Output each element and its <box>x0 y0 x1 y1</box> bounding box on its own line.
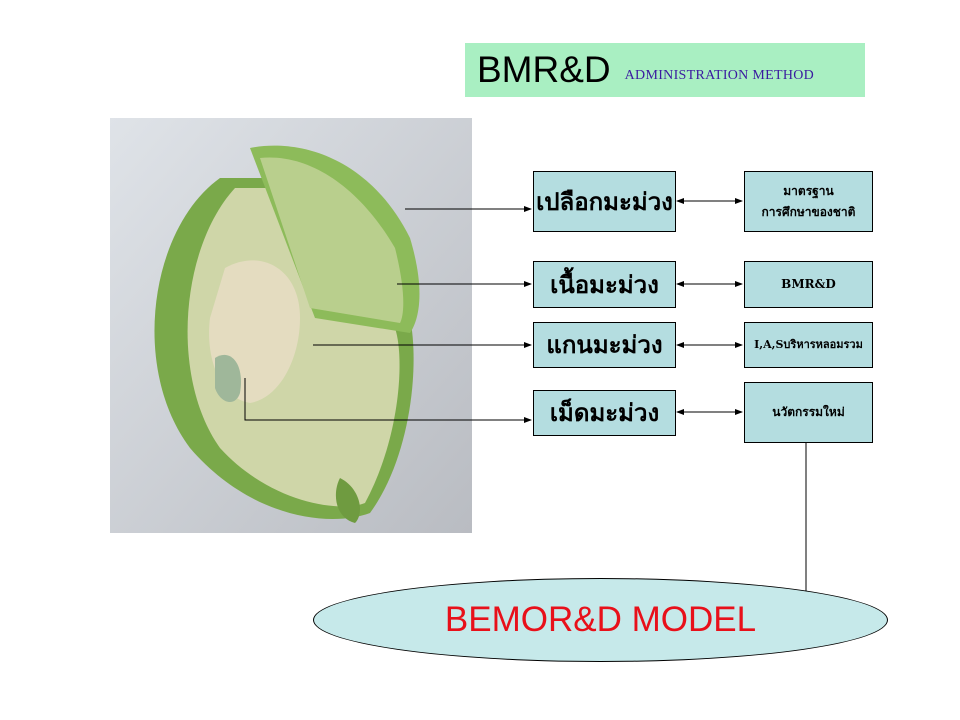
target-label: BMR&D <box>781 277 836 292</box>
title-main: BMR&D <box>477 49 611 90</box>
part-label: เนื้อมะม่วง <box>550 269 659 299</box>
target-box-standard: มาตรฐาน การศึกษาของชาติ <box>744 171 873 232</box>
mango-photo <box>110 118 472 533</box>
part-label: เปลือกมะม่วง <box>536 186 673 216</box>
part-box-flesh: เนื้อมะม่วง <box>533 261 676 308</box>
part-box-seed: เม็ดมะม่วง <box>533 390 676 436</box>
part-label: แกนมะม่วง <box>546 330 663 359</box>
model-label: BEMOR&D MODEL <box>444 600 757 639</box>
target-label: I,A,Sบริหารหลอมรวม <box>754 337 863 351</box>
target-box-innovation: นวัตกรรมใหม่ <box>744 382 873 443</box>
target-box-ias: I,A,Sบริหารหลอมรวม <box>744 322 873 368</box>
pointer-seed <box>244 378 532 423</box>
target-box-bmrd: BMR&D <box>744 261 873 308</box>
part-box-peel: เปลือกมะม่วง <box>533 171 676 232</box>
part-label: เม็ดมะม่วง <box>549 398 660 427</box>
target-label: นวัตกรรมใหม่ <box>772 405 845 420</box>
title-subtitle: ADMINISTRATION METHOD <box>624 68 815 83</box>
title-banner: BMR&D ADMINISTRATION METHOD <box>465 43 865 97</box>
model-ellipse: BEMOR&D MODEL <box>313 578 888 662</box>
part-box-core: แกนมะม่วง <box>533 322 676 368</box>
target-label: มาตรฐาน <box>783 184 834 199</box>
target-label: การศึกษาของชาติ <box>761 204 856 219</box>
